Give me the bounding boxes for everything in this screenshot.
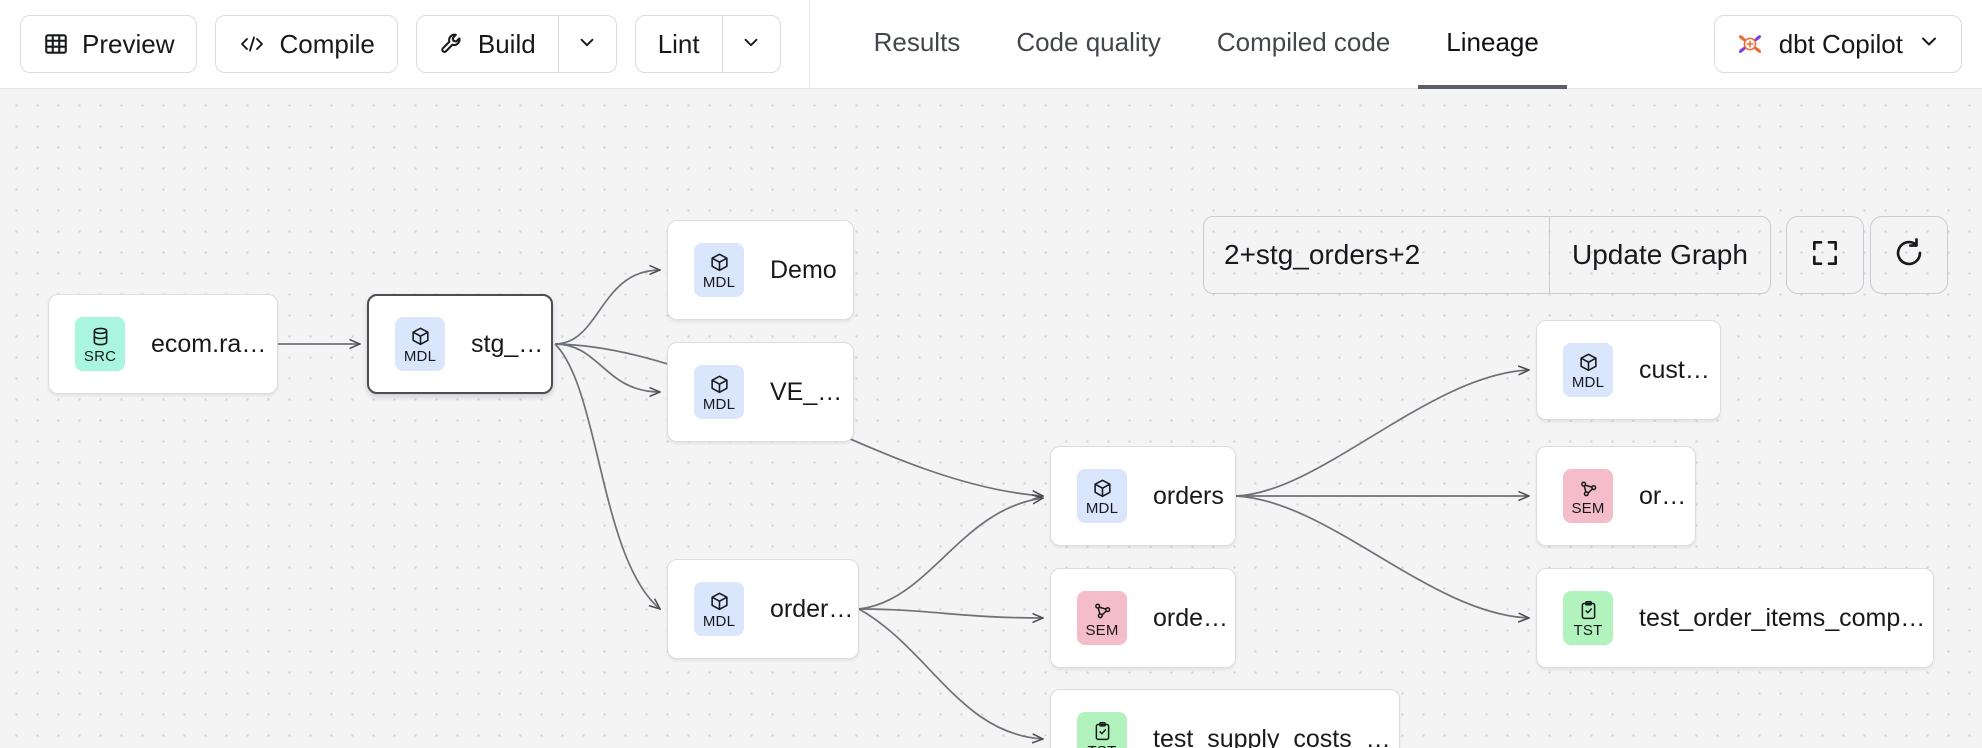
lineage-node-ecom-raw-orders[interactable]: SRC ecom.raw_orders bbox=[48, 294, 278, 394]
update-graph-button[interactable]: Update Graph bbox=[1549, 217, 1770, 293]
node-type-badge-mdl: MDL bbox=[1563, 343, 1613, 397]
toolbar-divider bbox=[808, 0, 810, 89]
node-type-badge-mdl: MDL bbox=[694, 243, 744, 297]
refresh-graph-button[interactable] bbox=[1870, 216, 1948, 294]
cube-icon bbox=[1092, 476, 1113, 500]
tab-code-quality-label: Code quality bbox=[1016, 26, 1161, 57]
node-label: Demo bbox=[770, 255, 837, 284]
cube-icon bbox=[410, 324, 431, 348]
badge-type-label: MDL bbox=[403, 348, 437, 365]
lineage-node-orders-semantic[interactable]: SEM orders bbox=[1536, 446, 1696, 546]
dbt-copilot-label: dbt Copilot bbox=[1778, 28, 1903, 59]
lineage-selector-input[interactable] bbox=[1204, 217, 1549, 293]
wrench-icon bbox=[439, 31, 465, 57]
node-label: stg_orders bbox=[471, 329, 551, 358]
badge-type-label: SEM bbox=[1571, 500, 1605, 517]
cube-icon bbox=[709, 589, 730, 613]
node-type-badge-mdl: MDL bbox=[1077, 469, 1127, 523]
database-icon bbox=[90, 324, 111, 348]
badge-type-label: MDL bbox=[1085, 500, 1119, 517]
node-type-badge-mdl: MDL bbox=[694, 582, 744, 636]
graph-controls: Update Graph bbox=[1203, 216, 1771, 294]
node-type-badge-tst: TST bbox=[1563, 591, 1613, 645]
top-toolbar: Preview Compile Build bbox=[0, 0, 1982, 89]
build-dropdown-toggle[interactable] bbox=[557, 16, 616, 72]
preview-label: Preview bbox=[82, 28, 175, 59]
tab-compiled-code-label: Compiled code bbox=[1216, 26, 1391, 57]
badge-type-label: MDL bbox=[1571, 374, 1605, 391]
badge-type-label: TST bbox=[1088, 744, 1117, 748]
lint-button-group: Lint bbox=[634, 15, 781, 73]
node-type-badge-tst: TST bbox=[1077, 712, 1127, 748]
tab-bar: Results Code quality Compiled code Linea… bbox=[846, 0, 1567, 89]
chevron-down-icon bbox=[740, 31, 762, 58]
build-button-group: Build bbox=[415, 15, 617, 73]
lineage-node-test-order-items[interactable]: TST test_order_items_compute_to_bools_c.… bbox=[1536, 568, 1934, 668]
node-type-badge-sem: SEM bbox=[1077, 591, 1127, 645]
lineage-node-ve-demo[interactable]: MDL VE_Demo bbox=[667, 342, 854, 442]
node-label: orders bbox=[1153, 481, 1224, 510]
badge-type-label: MDL bbox=[702, 613, 736, 630]
lineage-node-order-item-semantic[interactable]: SEM order_item bbox=[1050, 568, 1236, 668]
compile-label: Compile bbox=[279, 28, 375, 59]
node-type-badge-mdl: MDL bbox=[694, 365, 744, 419]
dbt-copilot-icon bbox=[1735, 29, 1765, 59]
node-label: order_item bbox=[1153, 603, 1235, 632]
cube-icon bbox=[709, 372, 730, 396]
cube-icon bbox=[1578, 350, 1599, 374]
lineage-node-order-items[interactable]: MDL order_items bbox=[667, 559, 859, 659]
node-label: orders bbox=[1639, 481, 1695, 510]
chevron-down-icon bbox=[576, 31, 598, 58]
tab-results[interactable]: Results bbox=[846, 0, 989, 89]
tab-code-quality[interactable]: Code quality bbox=[988, 0, 1189, 89]
code-icon bbox=[238, 31, 266, 57]
preview-button[interactable]: Preview bbox=[20, 15, 198, 73]
tab-lineage-label: Lineage bbox=[1446, 26, 1539, 57]
lineage-node-test-supply-costs[interactable]: TST test_supply_costs_sum_correctly bbox=[1050, 689, 1400, 748]
fit-view-button[interactable] bbox=[1786, 216, 1864, 294]
clipboard-check-icon bbox=[1578, 598, 1599, 622]
lint-label: Lint bbox=[657, 28, 700, 59]
dbt-copilot-button[interactable]: dbt Copilot bbox=[1713, 15, 1962, 73]
node-type-badge-mdl: MDL bbox=[395, 317, 445, 371]
build-button[interactable]: Build bbox=[417, 16, 558, 72]
node-label: test_supply_costs_sum_correctly bbox=[1153, 724, 1399, 748]
badge-type-label: SEM bbox=[1085, 622, 1119, 639]
node-label: test_order_items_compute_to_bools_c... bbox=[1639, 603, 1933, 632]
badge-type-label: MDL bbox=[702, 274, 736, 291]
node-label: ecom.raw_orders bbox=[151, 329, 277, 358]
tab-results-label: Results bbox=[873, 26, 961, 57]
action-button-group: Preview Compile Build bbox=[0, 0, 781, 88]
semantic-icon bbox=[1092, 598, 1113, 622]
badge-type-label: SRC bbox=[83, 348, 117, 365]
table-icon bbox=[43, 31, 69, 57]
badge-type-label: TST bbox=[1573, 622, 1603, 639]
cube-icon bbox=[709, 250, 730, 274]
compile-button[interactable]: Compile bbox=[215, 15, 398, 73]
lineage-canvas[interactable]: SRC ecom.raw_orders MDL stg_orders bbox=[0, 89, 1982, 748]
clipboard-check-icon bbox=[1092, 719, 1113, 743]
refresh-icon bbox=[1893, 237, 1925, 274]
lint-button[interactable]: Lint bbox=[636, 16, 722, 72]
lineage-node-customers[interactable]: MDL customers bbox=[1536, 320, 1721, 420]
tab-compiled-code[interactable]: Compiled code bbox=[1189, 0, 1418, 89]
build-label: Build bbox=[477, 28, 536, 59]
tab-lineage[interactable]: Lineage bbox=[1418, 0, 1567, 89]
lineage-node-orders-model[interactable]: MDL orders bbox=[1050, 446, 1236, 546]
chevron-down-icon bbox=[1917, 29, 1941, 60]
node-type-badge-sem: SEM bbox=[1563, 469, 1613, 523]
node-label: order_items bbox=[770, 594, 858, 623]
node-label: VE_Demo bbox=[770, 377, 853, 406]
node-label: customers bbox=[1639, 355, 1720, 384]
fullscreen-icon bbox=[1809, 237, 1841, 274]
lineage-node-demo[interactable]: MDL Demo bbox=[667, 220, 854, 320]
node-type-badge-src: SRC bbox=[75, 317, 125, 371]
lineage-node-stg-orders[interactable]: MDL stg_orders bbox=[367, 294, 553, 394]
badge-type-label: MDL bbox=[702, 396, 736, 413]
lint-dropdown-toggle[interactable] bbox=[721, 16, 780, 72]
semantic-icon bbox=[1578, 476, 1599, 500]
